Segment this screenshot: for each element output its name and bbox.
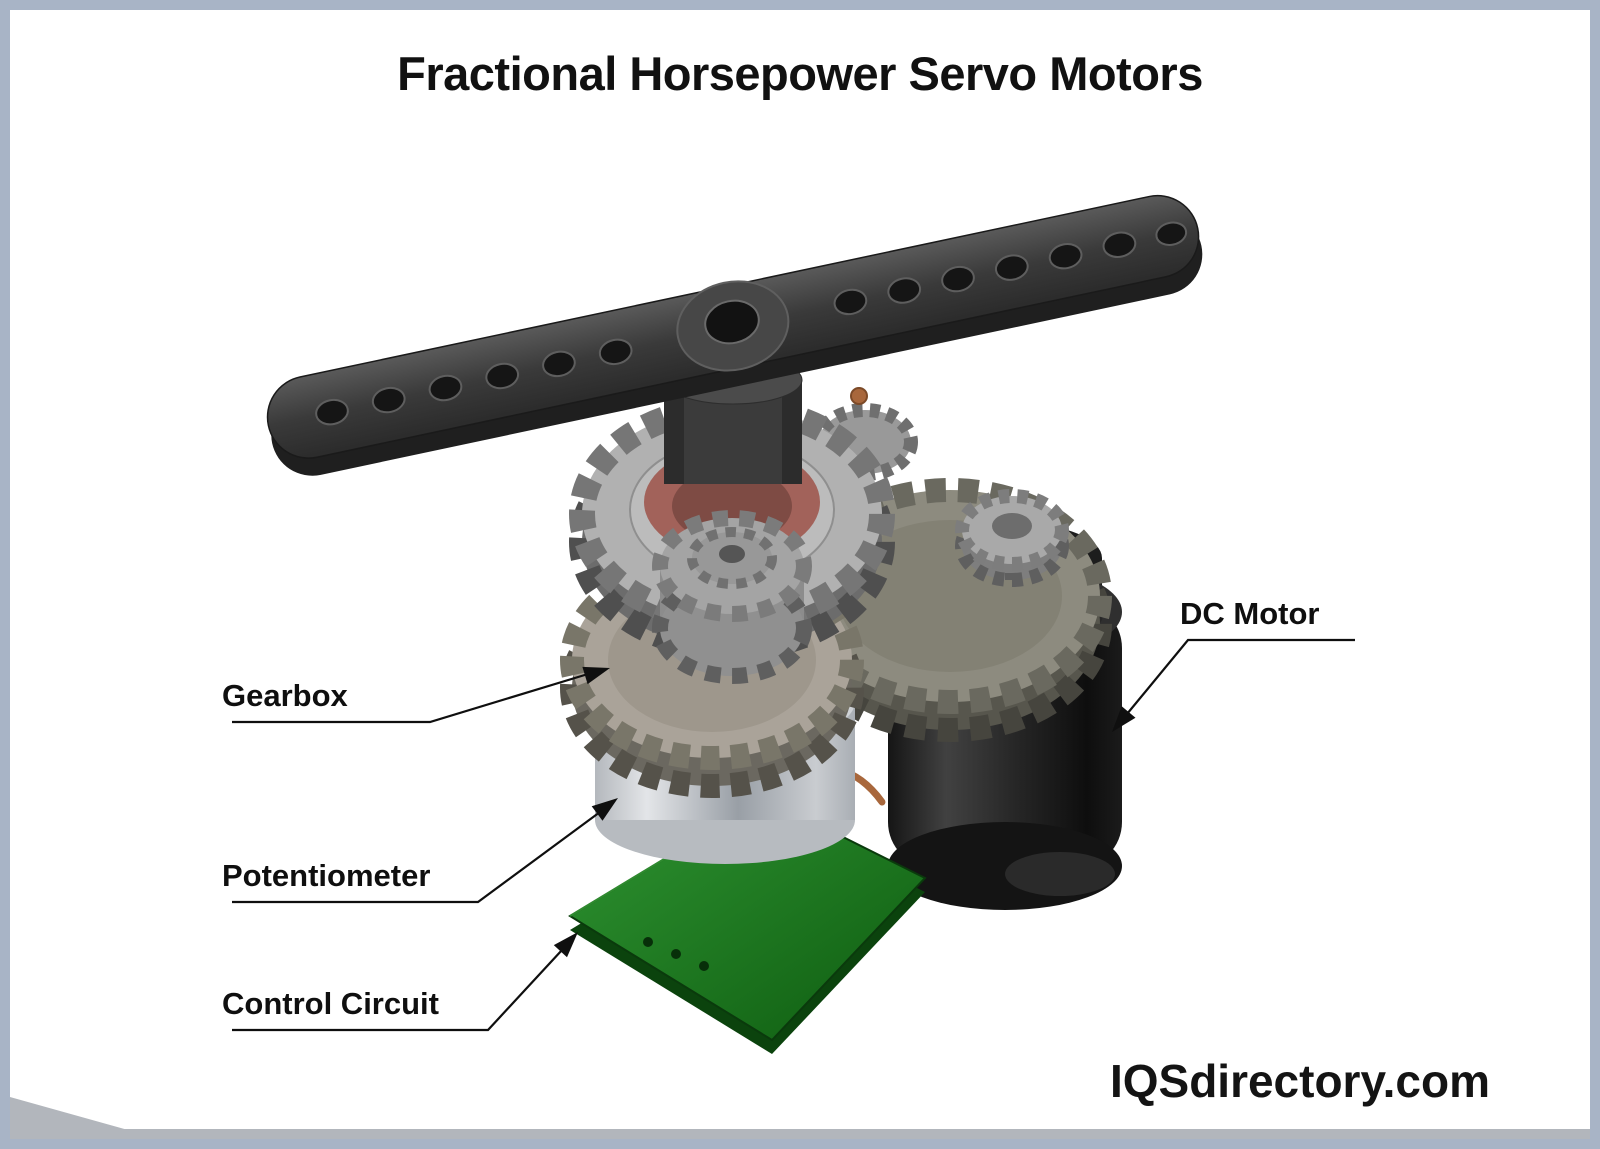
dc-motor-leader-line: [1126, 638, 1355, 715]
control-circuit-arrowhead: [553, 932, 578, 958]
gearbox-leader-line: [232, 672, 589, 724]
page-title: Fractional Horsepower Servo Motors: [397, 47, 1203, 100]
potentiometer-leader-line: [232, 811, 601, 904]
bottom-border-band: [10, 1129, 1590, 1139]
label-control-circuit: Control Circuit: [222, 986, 439, 1021]
potentiometer-arrowhead: [591, 798, 618, 821]
label-dc-motor: DC Motor: [1180, 596, 1320, 631]
pinion-cluster: [652, 510, 812, 684]
label-potentiometer: Potentiometer: [222, 858, 431, 893]
servo-motor-diagram: [232, 194, 1355, 1054]
label-gearbox: Gearbox: [222, 678, 348, 713]
servo-horn: [266, 194, 1203, 476]
gearbox-arrowhead: [582, 666, 610, 685]
control-circuit-leader-line: [232, 949, 563, 1032]
dc-motor-arrowhead: [1112, 706, 1136, 732]
watermark: IQSdirectory.com: [1109, 1055, 1490, 1107]
